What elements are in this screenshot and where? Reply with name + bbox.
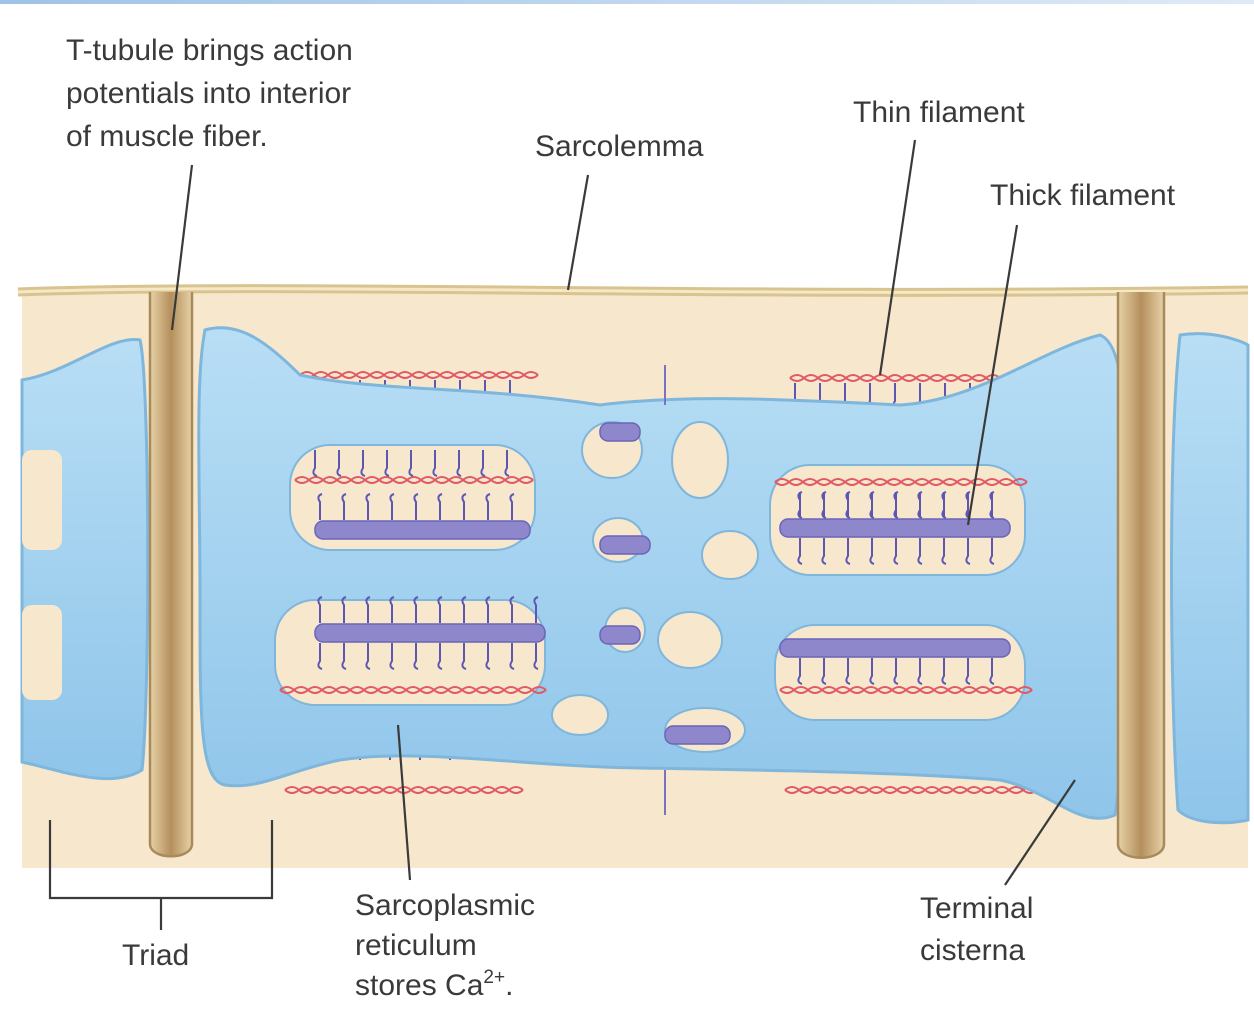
- thick-filament-bar: [315, 521, 530, 539]
- sarcolemma-label: Sarcolemma: [535, 130, 704, 163]
- triad-label: Triad: [122, 939, 189, 972]
- t-tubule-left: [150, 292, 192, 856]
- top-bar: [0, 0, 1254, 4]
- thick-filament-bar: [600, 626, 640, 644]
- left-cisterna: [22, 340, 148, 779]
- thick-filament-bar: [780, 639, 1010, 657]
- thick-filament-bar: [315, 624, 545, 642]
- thick-filament-bar: [780, 519, 1010, 537]
- sr-label-period: .: [505, 969, 513, 1002]
- t-tubule-label-line3: of muscle fiber.: [66, 120, 268, 153]
- t-tubule-right: [1118, 292, 1164, 858]
- sr-label-line2: reticulum: [355, 929, 477, 962]
- thick-filament-bar: [600, 536, 650, 554]
- sr-label-ca: stores Ca: [355, 969, 484, 1002]
- right-cisterna: [1172, 334, 1249, 823]
- thick-filament-bar: [665, 726, 730, 744]
- t-tubule-label-line2: potentials into interior: [66, 77, 351, 110]
- t-tubule-label-line1: T-tubule brings action: [66, 34, 353, 67]
- terminal-cisterna-label-line2: cisterna: [920, 934, 1025, 967]
- thick-filament-label: Thick filament: [990, 179, 1176, 212]
- thick-filament-bar: [600, 423, 640, 441]
- thin-filament-label: Thin filament: [853, 96, 1025, 129]
- sarcolemma-leader: [568, 175, 588, 290]
- sarcoplasmic-reticulum-network: [22, 328, 1248, 823]
- sr-label-line3: stores Ca2+.: [355, 967, 513, 1002]
- sr-label-line1: Sarcoplasmic: [355, 889, 535, 922]
- sr-label-superscript: 2+: [483, 967, 505, 988]
- terminal-cisterna-label-line1: Terminal: [920, 892, 1033, 925]
